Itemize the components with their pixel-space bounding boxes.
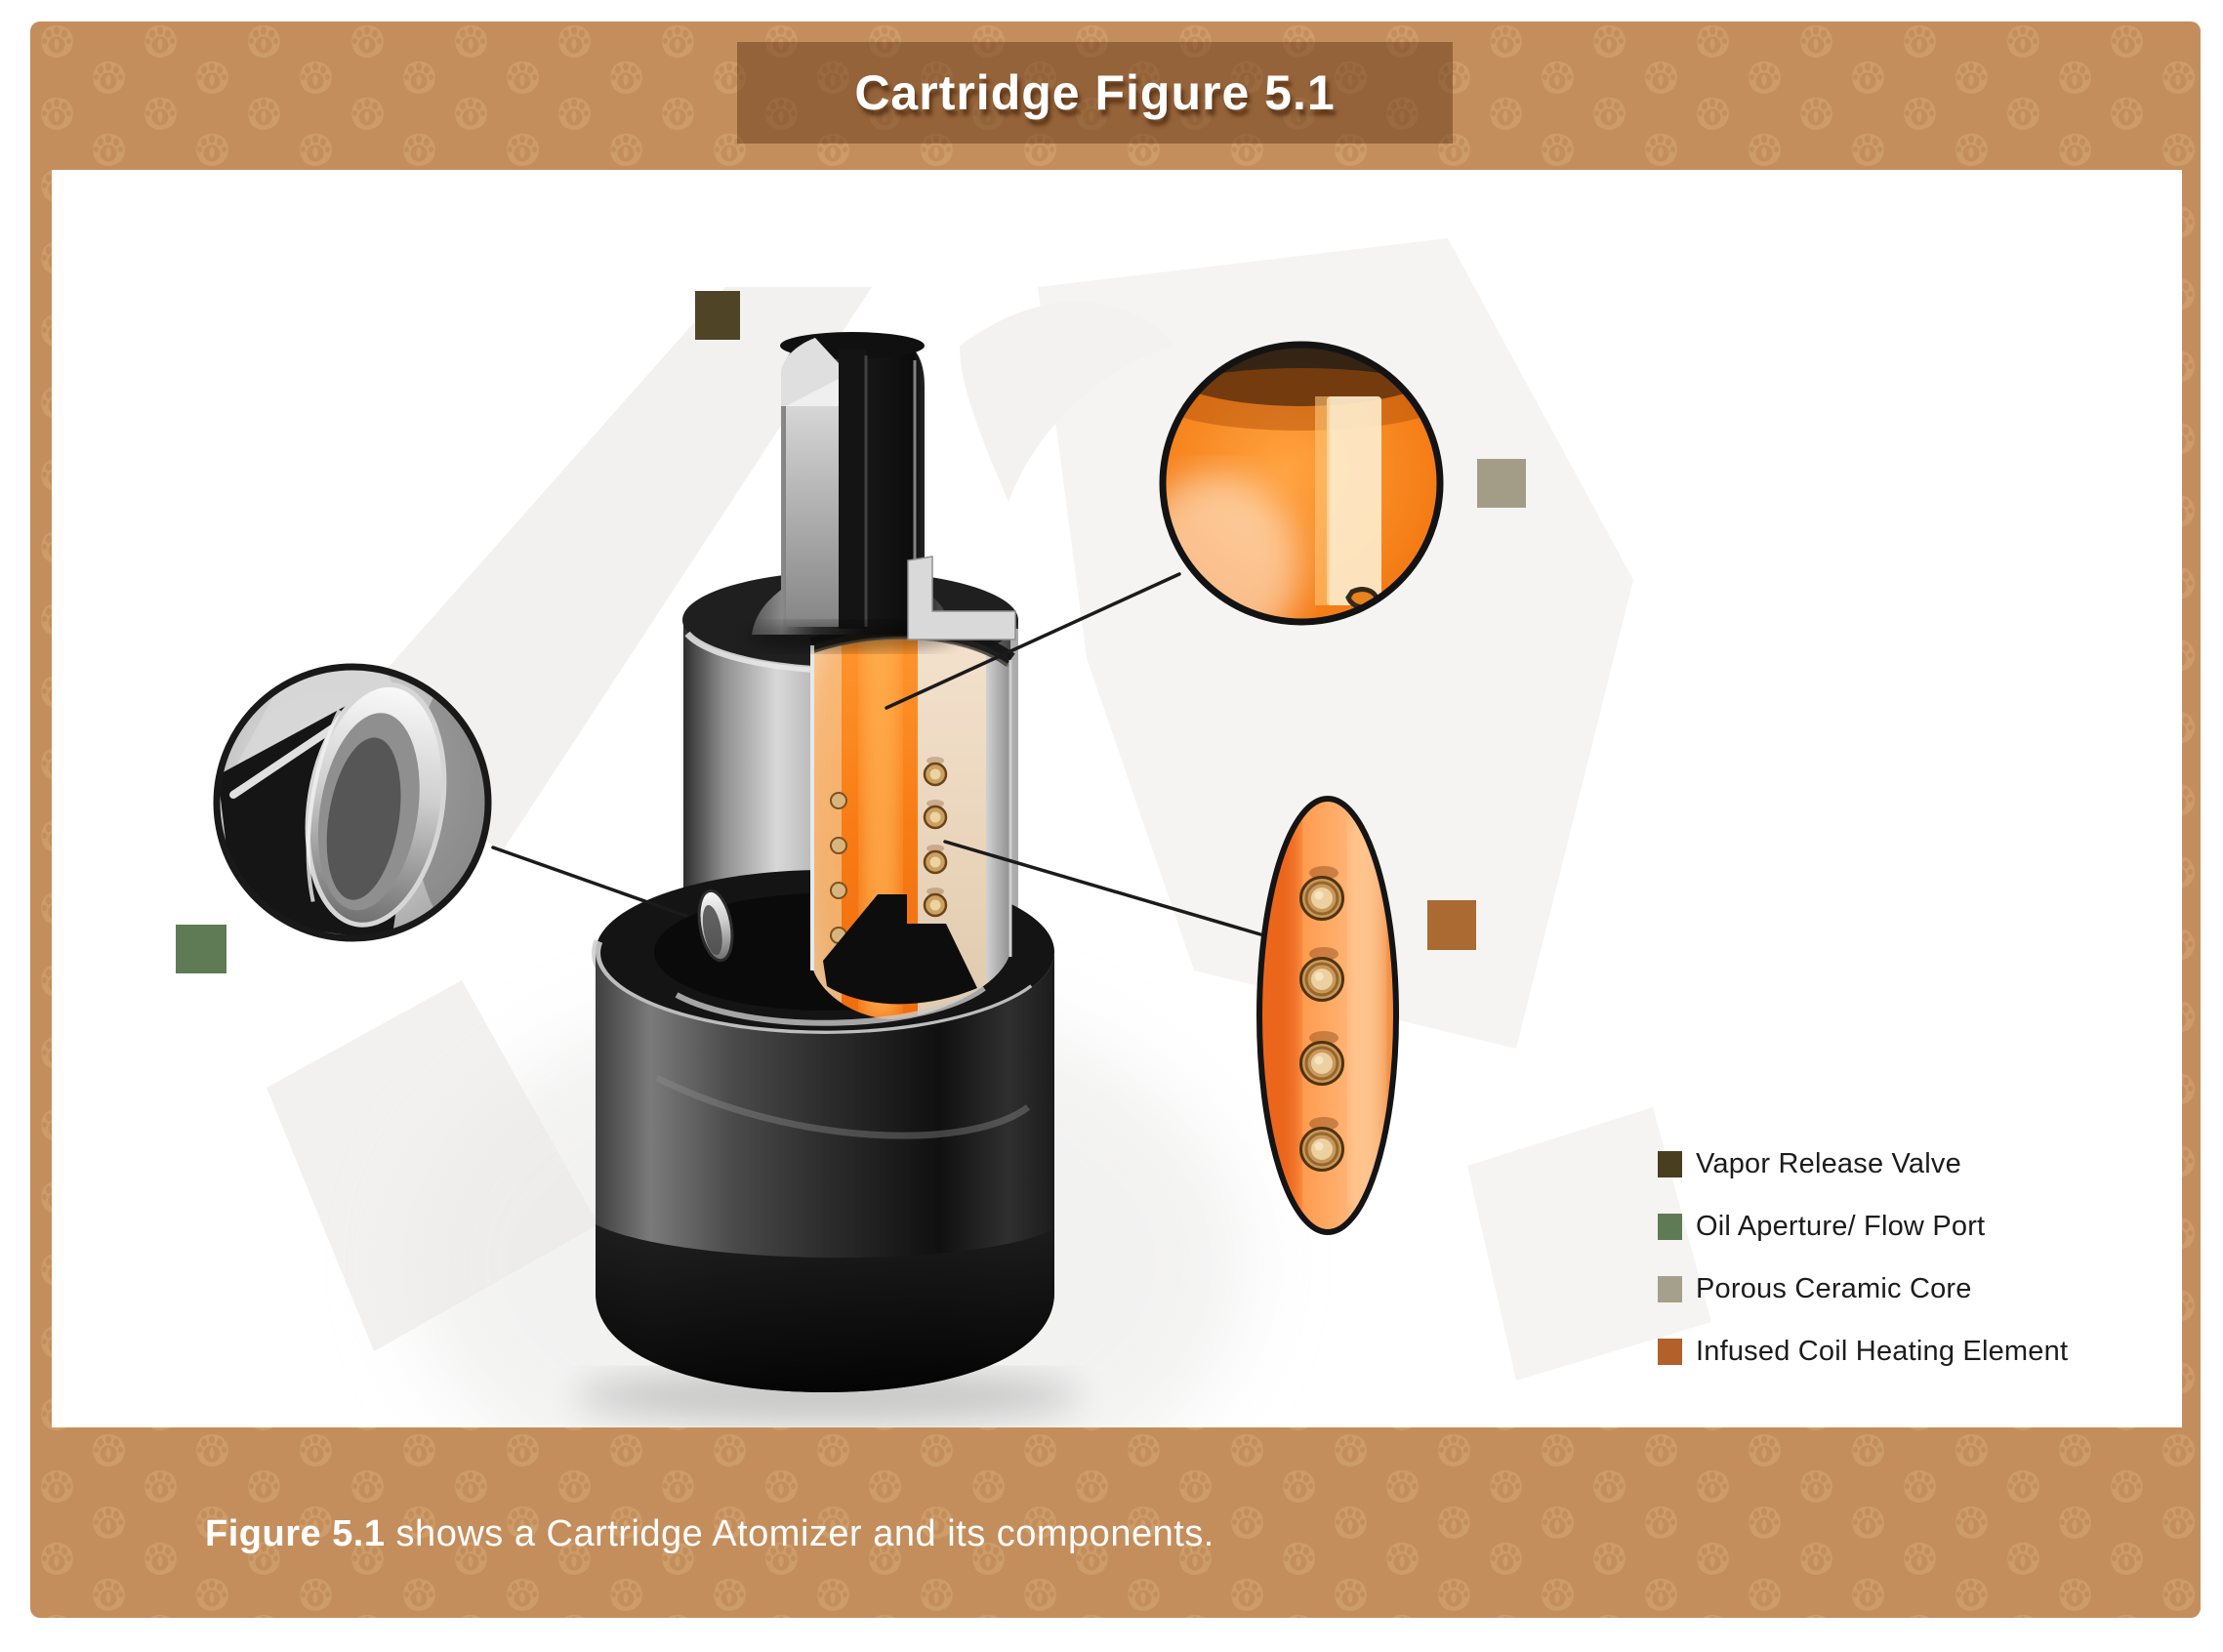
legend-item-infused-coil: Infused Coil Heating Element: [1658, 1320, 2165, 1383]
cartridge-device: [592, 332, 1054, 1392]
callout-lines: [491, 572, 1262, 936]
inset-heating-coil-closeup: [1256, 796, 1399, 1235]
cutaway-interior: [809, 622, 1015, 1019]
brown-frame: Cartridge Figure 5.1: [30, 21, 2201, 1618]
legend-label: Infused Coil Heating Element: [1696, 1335, 2069, 1367]
marker-vapor-release-valve: [695, 291, 740, 340]
legend-label: Oil Aperture/ Flow Port: [1696, 1210, 1986, 1242]
legend-item-oil-aperture: Oil Aperture/ Flow Port: [1658, 1195, 2165, 1258]
title-banner: Cartridge Figure 5.1: [737, 42, 1453, 144]
marker-oil-aperture-flow-port: [176, 925, 226, 973]
figure-caption: Figure 5.1 shows a Cartridge Atomizer an…: [205, 1513, 1214, 1555]
cut-face: [907, 556, 1016, 640]
figure-caption-text: shows a Cartridge Atomizer and its compo…: [385, 1513, 1214, 1554]
legend-label: Porous Ceramic Core: [1696, 1272, 1972, 1304]
legend-swatch-oil-aperture: [1658, 1213, 1682, 1240]
marker-infused-coil-heating-element: [1427, 900, 1476, 950]
cartridge-figure-illustration: [213, 238, 1711, 1427]
legend-swatch-porous-ceramic-core: [1658, 1275, 1682, 1302]
figure-caption-lead: Figure 5.1: [205, 1513, 386, 1554]
legend-label: Vapor Release Valve: [1696, 1147, 1961, 1179]
legend-item-vapor-release-valve: Vapor Release Valve: [1658, 1133, 2165, 1195]
inset-vapor-path-closeup: [1159, 341, 1444, 626]
marker-porous-ceramic-core: [1477, 459, 1526, 508]
mouthpiece-tube: [749, 332, 956, 651]
legend-swatch-infused-coil: [1658, 1338, 1682, 1365]
legend: Vapor Release Valve Oil Aperture/ Flow P…: [1658, 1133, 2165, 1383]
legend-item-porous-ceramic-core: Porous Ceramic Core: [1658, 1258, 2165, 1320]
page-title: Cartridge Figure 5.1: [854, 65, 1336, 120]
inset-oil-aperture-closeup: [213, 663, 492, 942]
content-panel: Vapor Release Valve Oil Aperture/ Flow P…: [52, 170, 2182, 1427]
oil-aperture-notch: [697, 888, 734, 963]
legend-swatch-vapor-release-valve: [1658, 1150, 1682, 1177]
